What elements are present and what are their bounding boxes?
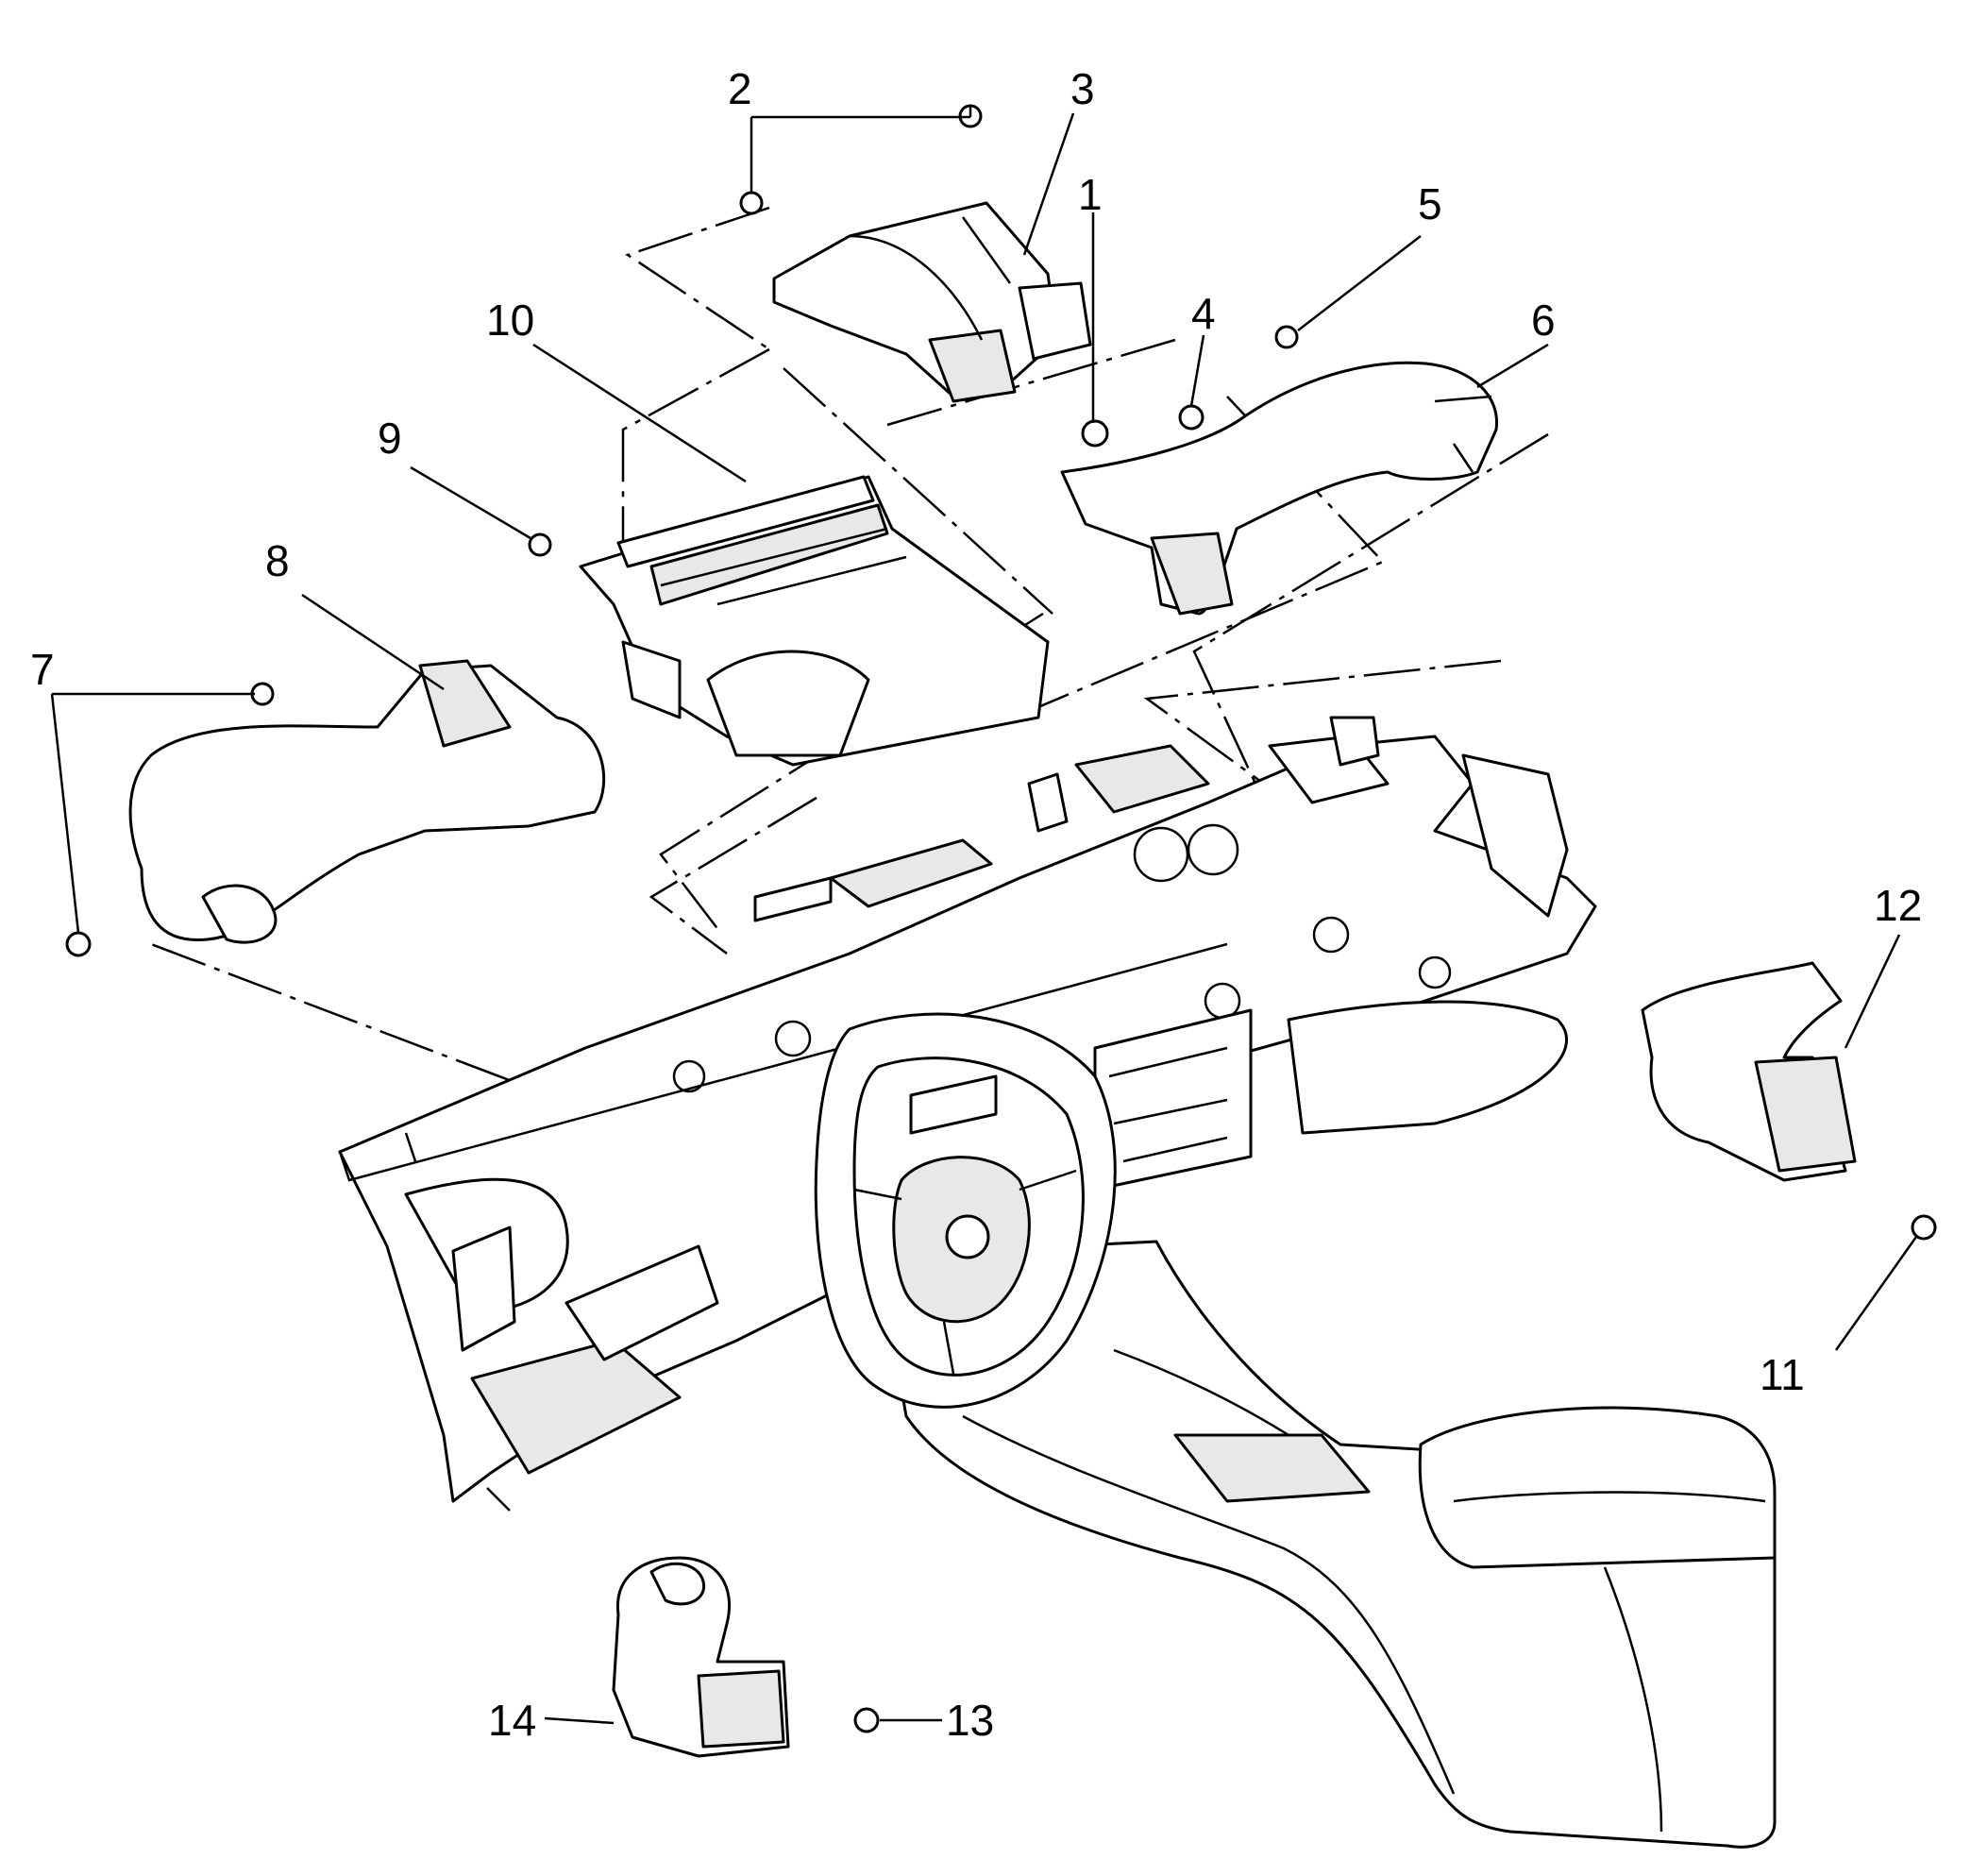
callout-5: 5 [1418, 179, 1442, 228]
center-air-duct [579, 475, 1050, 767]
steering-wheel [814, 1012, 1117, 1409]
callout-6: 6 [1531, 296, 1556, 345]
fastener-13 [853, 1707, 880, 1733]
callout-3: 3 [1070, 64, 1095, 113]
callout-12: 12 [1874, 881, 1922, 930]
callout-7: 7 [30, 645, 55, 694]
callout-8: 8 [265, 536, 290, 585]
callout-13: 13 [946, 1696, 994, 1745]
fastener-1 [1081, 419, 1109, 448]
fastener-2b [739, 191, 764, 215]
left-outlet-duct [128, 659, 606, 944]
callout-14: 14 [488, 1696, 536, 1745]
center-console [876, 1240, 1777, 1849]
callout-1: 1 [1078, 170, 1103, 219]
right-side-outlet [1641, 961, 1857, 1182]
fastener-7b [65, 931, 92, 957]
callout-9: 9 [378, 414, 402, 463]
callout-labels: 1 2 3 4 5 6 7 8 9 10 11 12 13 14 [30, 64, 1922, 1745]
leader-lines [50, 106, 1918, 1725]
right-outlet-duct [1060, 361, 1499, 616]
callout-4: 4 [1191, 289, 1216, 338]
fastener-4 [1178, 404, 1204, 431]
fastener-9 [528, 532, 552, 557]
fastener-5 [1274, 325, 1299, 349]
fasteners [65, 104, 1937, 1733]
fastener-11 [1911, 1214, 1937, 1241]
floor-outlet [612, 1556, 790, 1758]
callout-2: 2 [728, 64, 752, 113]
callout-11: 11 [1760, 1350, 1805, 1399]
defroster-duct [772, 201, 1092, 403]
callout-10: 10 [486, 296, 534, 345]
fastener-7a [250, 682, 275, 706]
